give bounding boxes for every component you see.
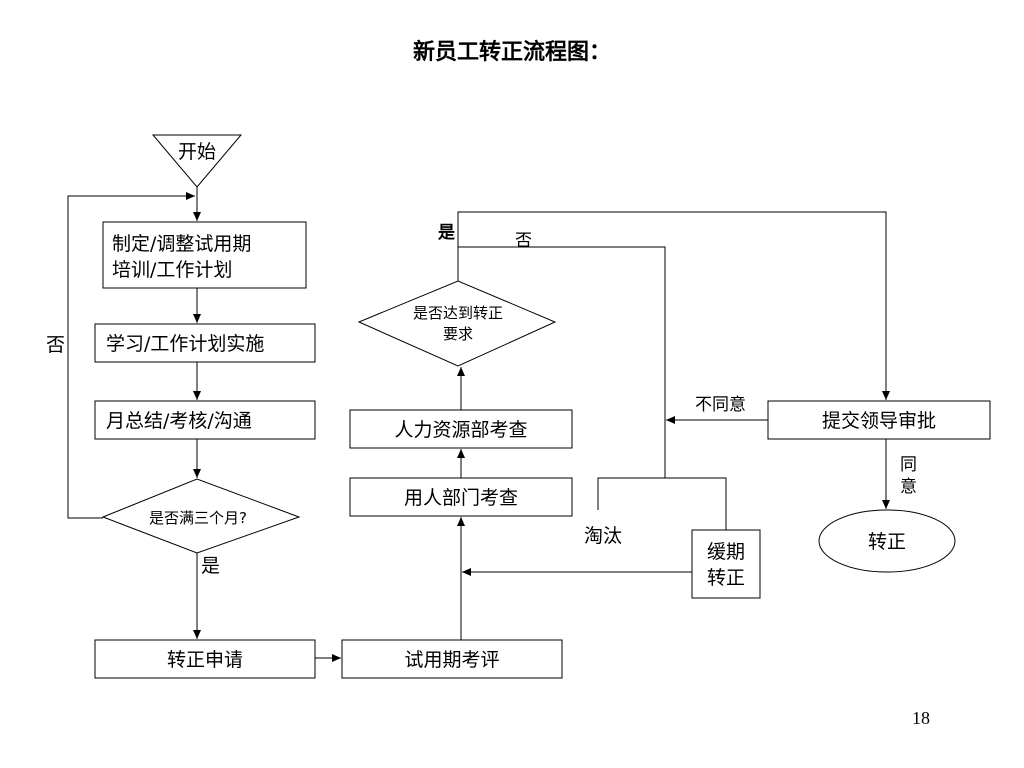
delay-node: 缓期 转正 [691,529,761,599]
slide-title: 新员工转正流程图： [412,40,611,65]
label-three-months-yes: 是 [201,555,220,577]
leader-approval-label: 提交领导审批 [822,410,936,432]
start-node: 开始 [151,134,243,188]
leader-approval-node: 提交领导审批 [767,400,991,440]
label-loop-no: 否 [46,334,65,356]
apply-node: 转正申请 [94,639,316,679]
label-meets-yes: 是 [438,223,455,243]
outcome-bracket [597,477,727,530]
three-months-label: 是否满三个月? [149,509,247,527]
apply-label: 转正申请 [167,649,243,671]
dept-review-label: 用人部门考查 [404,487,518,509]
dept-review-node: 用人部门考查 [349,477,573,517]
plan-node: 制定/调整试用期 培训/工作计划 [102,221,307,289]
edge-meets-no [458,246,666,478]
page-number: 18 [912,708,930,728]
delay-label-2: 转正 [707,567,745,589]
monthly-label: 月总结/考核/沟通 [106,410,252,432]
label-meets-no: 否 [515,231,532,251]
label-agree-1: 同 [900,455,917,475]
eliminate-label: 淘汰 [584,525,622,547]
implement-node: 学习/工作计划实施 [94,323,316,363]
plan-label-2: 培训/工作计划 [112,259,232,281]
delay-label-1: 缓期 [707,541,745,563]
meets-requirement-decision: 是否达到转正 要求 [357,280,557,367]
label-agree-2: 意 [900,477,917,497]
hr-review-node: 人力资源部考查 [349,409,573,449]
three-months-decision: 是否满三个月? [101,478,301,554]
plan-label-1: 制定/调整试用期 [112,233,251,255]
confirm-label: 转正 [868,531,906,553]
meets-label-1: 是否达到转正 [413,304,503,322]
implement-label: 学习/工作计划实施 [106,333,264,355]
connectors [67,187,890,662]
hr-review-label: 人力资源部考查 [394,419,527,441]
evaluation-label: 试用期考评 [404,649,499,671]
confirm-node: 转正 [818,509,956,573]
start-label: 开始 [178,141,216,163]
evaluation-node: 试用期考评 [341,639,563,679]
meets-label-2: 要求 [443,325,473,343]
edge-loop-no [67,192,195,519]
label-disagree: 不同意 [695,395,746,415]
monthly-node: 月总结/考核/沟通 [94,400,316,440]
